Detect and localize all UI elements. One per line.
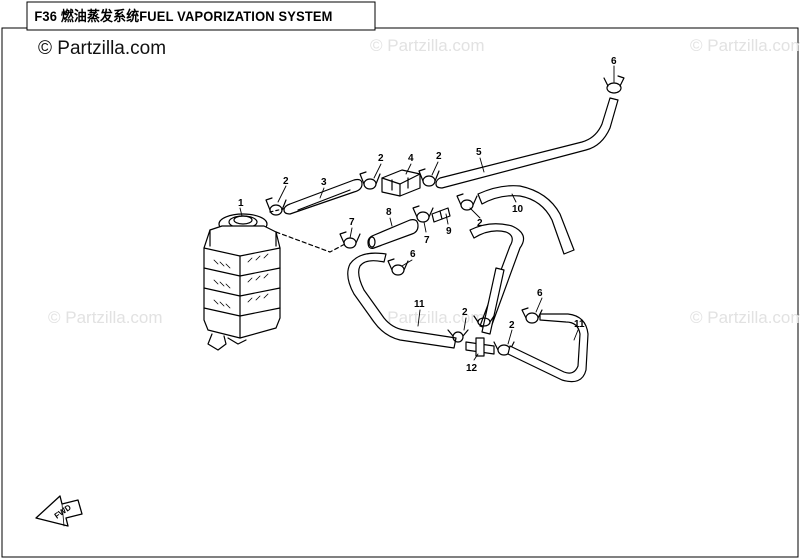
tee-part-12 bbox=[465, 337, 495, 357]
callout-2: 2 bbox=[477, 218, 483, 229]
callout-2: 2 bbox=[436, 151, 442, 162]
clamp-7b bbox=[412, 205, 434, 223]
diagram-border bbox=[1, 27, 799, 558]
clamp-6c bbox=[521, 307, 543, 324]
hose-part-3 bbox=[283, 178, 363, 215]
fwd-arrow-icon bbox=[35, 495, 83, 527]
hose-part-11-mid bbox=[481, 267, 505, 335]
connection-dash bbox=[275, 231, 346, 253]
callout-3: 3 bbox=[321, 177, 327, 188]
valve-part-4 bbox=[381, 169, 421, 197]
hose-part-10 bbox=[469, 185, 575, 331]
filter-part-8 bbox=[367, 219, 419, 249]
hose-part-11a bbox=[347, 252, 457, 349]
callout-10: 10 bbox=[512, 204, 524, 215]
callout-5: 5 bbox=[476, 147, 482, 158]
callout-2: 2 bbox=[378, 153, 384, 164]
callout-7: 7 bbox=[424, 235, 430, 246]
callout-1: 1 bbox=[238, 198, 244, 209]
title-box: F36 燃油蒸发系统FUEL VAPORIZATION SYSTEM bbox=[27, 2, 375, 30]
callout-11: 11 bbox=[414, 299, 425, 310]
watermark: © Partzilla.com bbox=[690, 36, 800, 55]
watermark: © Partzilla.com bbox=[370, 36, 485, 55]
callout-8: 8 bbox=[386, 207, 392, 218]
callout-6: 6 bbox=[410, 249, 416, 260]
watermark: © Partzilla.com bbox=[48, 308, 163, 327]
callout-6: 6 bbox=[537, 288, 543, 299]
watermark: © Partzilla.com bbox=[370, 308, 485, 327]
page-title: F36 燃油蒸发系统FUEL VAPORIZATION SYSTEM bbox=[34, 8, 333, 24]
callout-2: 2 bbox=[509, 320, 515, 331]
callout-6: 6 bbox=[611, 56, 617, 67]
title-frame bbox=[26, 1, 376, 31]
watermark: © Partzilla.com bbox=[690, 308, 800, 327]
callout-labels: 1 2 3 2 4 2 5 6 7 8 7 9 2 10 6 11 2 2 6 … bbox=[238, 56, 617, 374]
callout-4: 4 bbox=[408, 153, 414, 164]
hose-part-5 bbox=[435, 97, 619, 189]
callout-11: 11 bbox=[574, 319, 585, 330]
clamp-2b bbox=[359, 171, 381, 190]
callout-9: 9 bbox=[446, 226, 452, 237]
clamp-2d bbox=[456, 193, 478, 211]
clamp-2e bbox=[447, 329, 469, 343]
clamp-2e2 bbox=[473, 315, 495, 327]
clamp-2a bbox=[265, 197, 287, 216]
clamp-6b bbox=[387, 258, 409, 276]
canister-part bbox=[203, 213, 281, 351]
callout-7: 7 bbox=[349, 217, 355, 228]
callout-2: 2 bbox=[462, 307, 468, 318]
callout-12: 12 bbox=[466, 363, 478, 374]
connector-part-9 bbox=[431, 207, 451, 223]
clamp-6a bbox=[603, 75, 625, 94]
leader-lines bbox=[239, 65, 615, 361]
callout-2: 2 bbox=[283, 176, 289, 187]
copyright-notice: © Partzilla.com bbox=[38, 38, 167, 59]
clamp-2c bbox=[418, 168, 440, 187]
